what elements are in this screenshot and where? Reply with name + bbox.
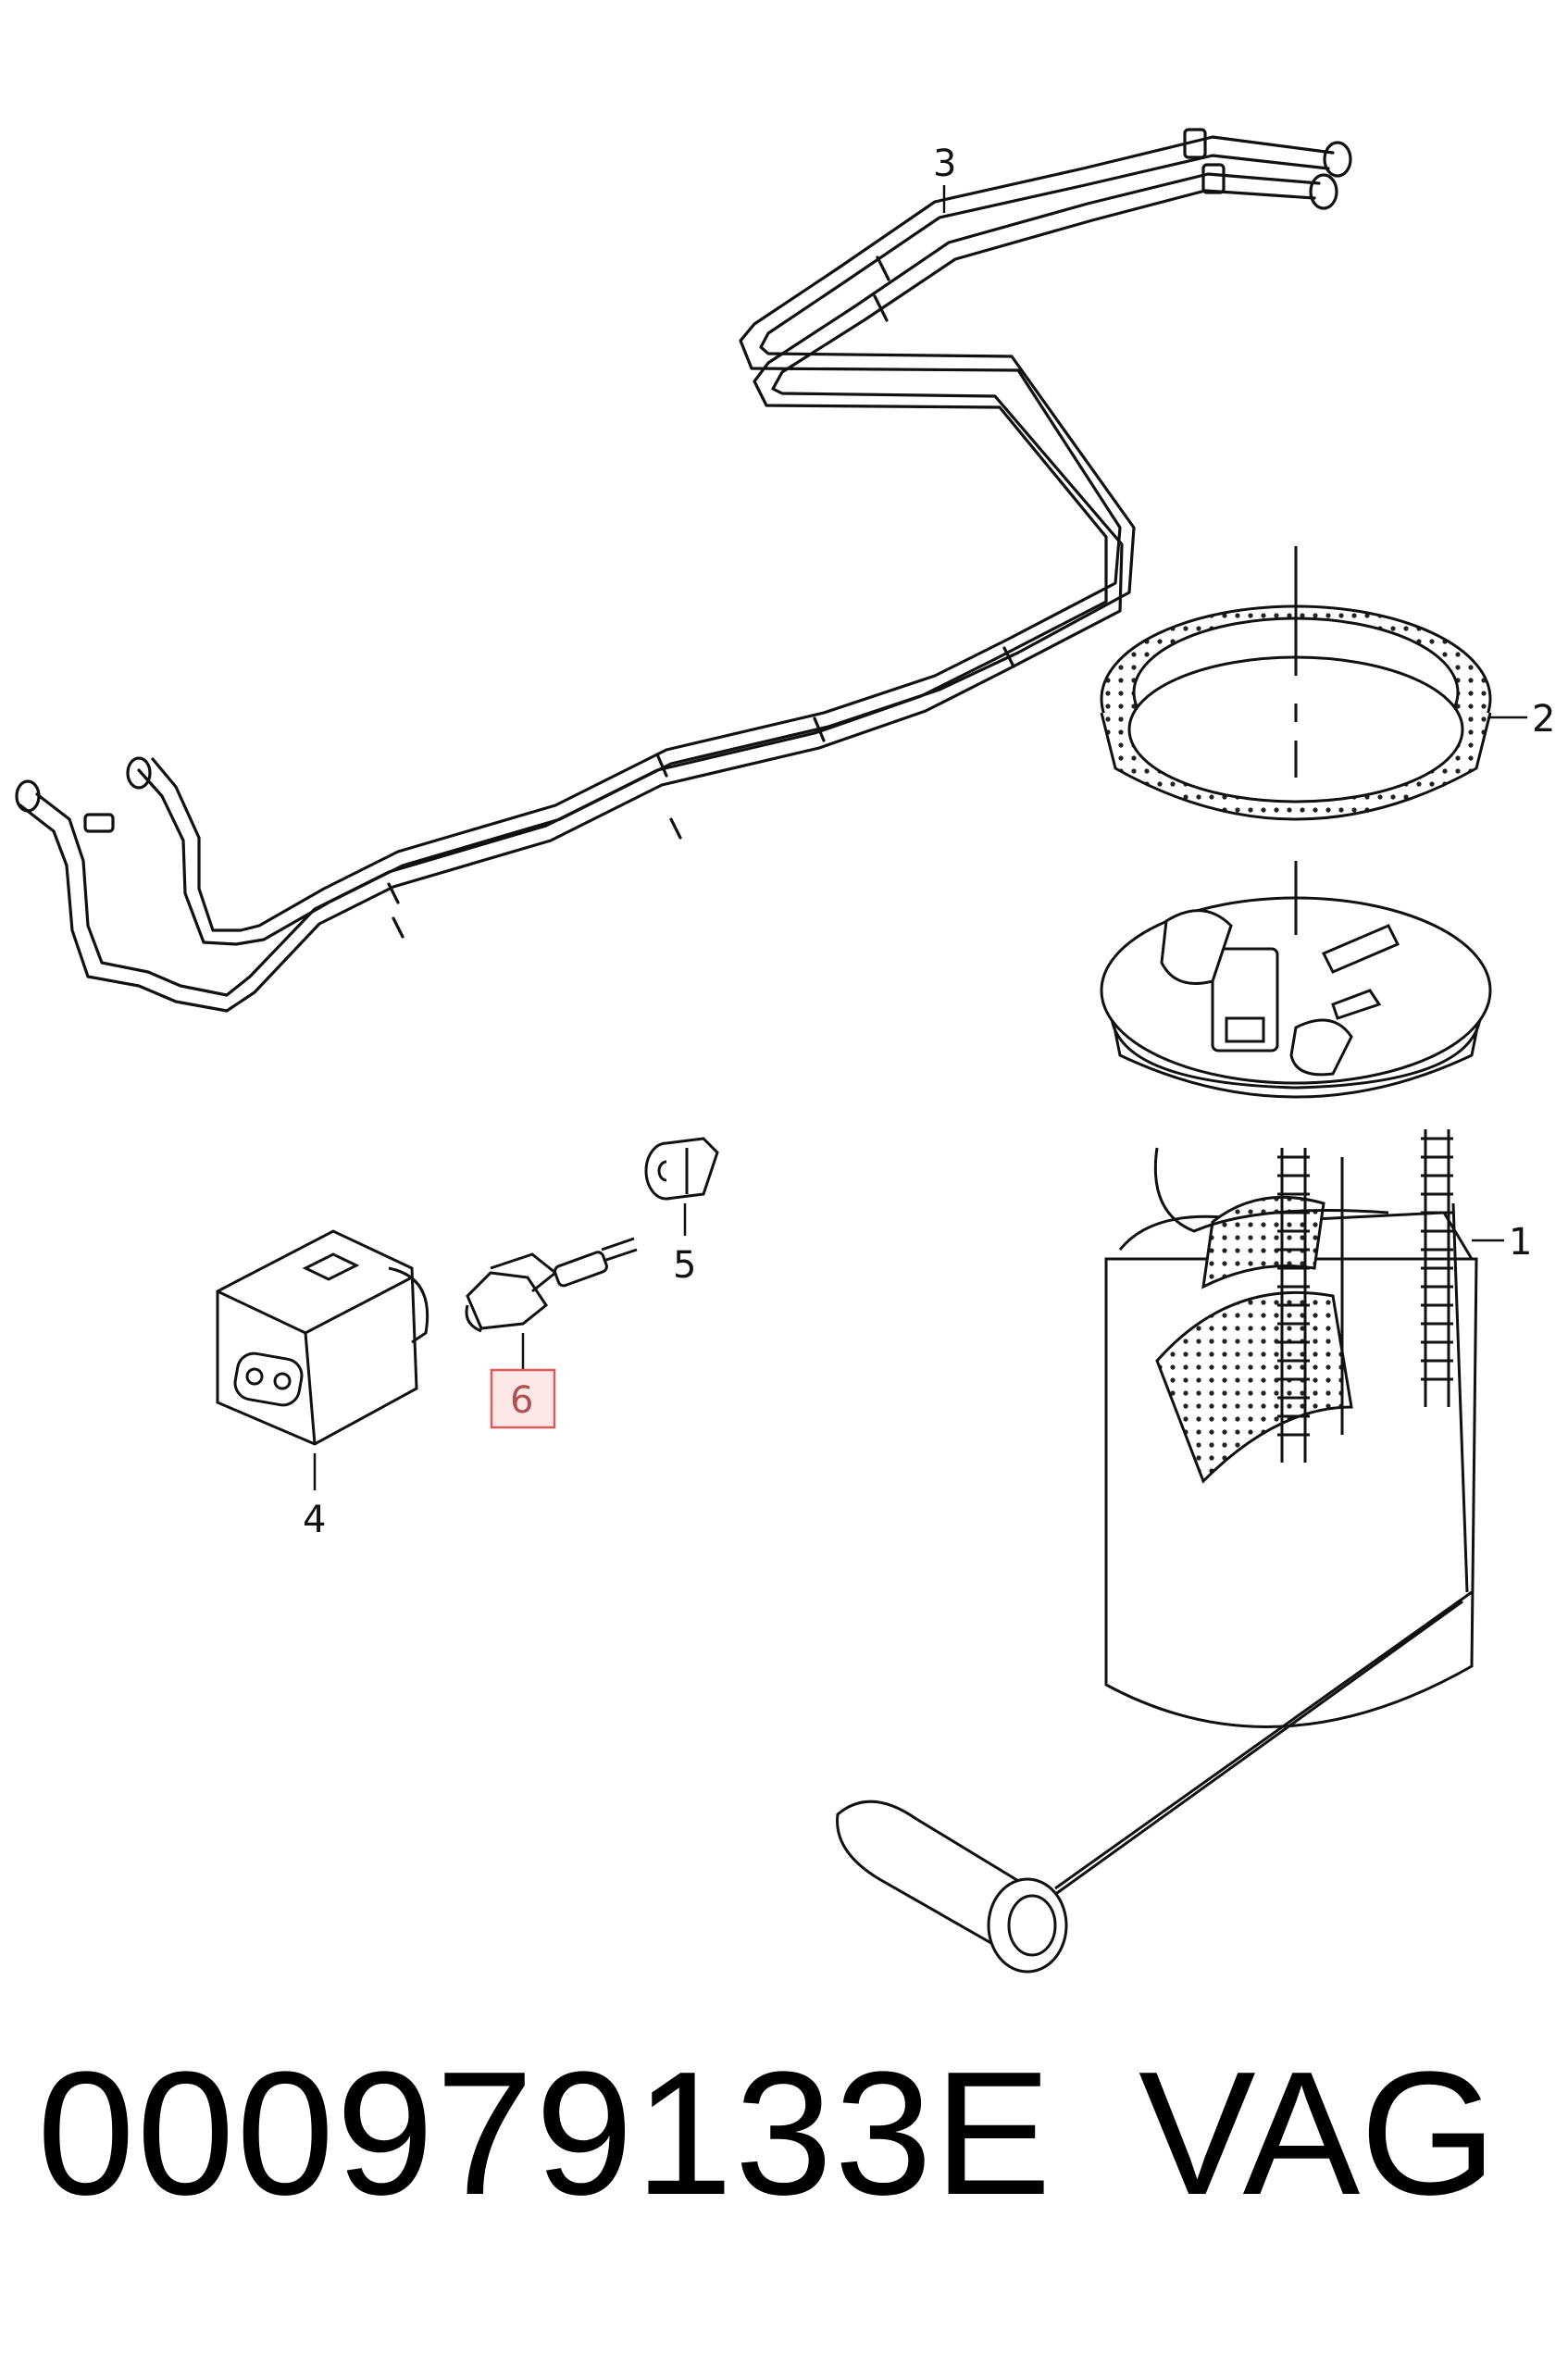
callout-5: 5 (673, 1244, 696, 1287)
pin-terminal (465, 1237, 638, 1333)
brand-name: VAG (1139, 2036, 1498, 2232)
callout-6: 6 (510, 1379, 533, 1422)
connector-housing (216, 1229, 429, 1446)
callout-1: 1 (1509, 1221, 1532, 1264)
part-number: 000979133E (37, 2036, 1053, 2232)
callout-6-highlight (490, 1368, 556, 1429)
callouts: 3 2 1 4 5 6 (303, 143, 1555, 1541)
fuel-delivery-unit (836, 896, 1492, 1974)
callout-4: 4 (303, 1499, 326, 1541)
grommet (644, 1137, 719, 1201)
leader-lines (313, 185, 1527, 1490)
callout-3: 3 (933, 143, 956, 185)
fuel-lines (15, 128, 1352, 1013)
callout-2: 2 (1532, 698, 1555, 741)
